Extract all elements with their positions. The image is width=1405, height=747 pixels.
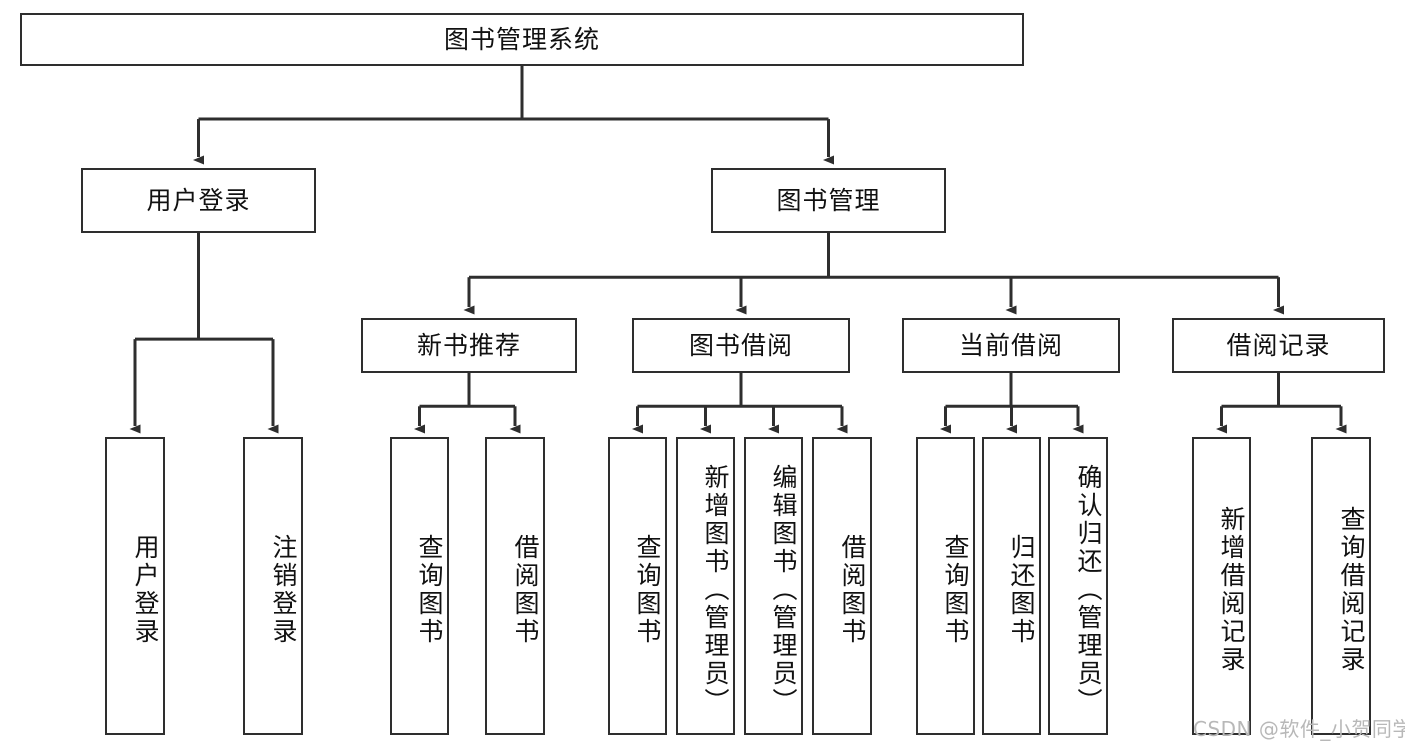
node-label: 图书管理系统 [443, 24, 600, 54]
node-new-book-rec[interactable]: 新书推荐 [361, 318, 577, 373]
node-label: 当前借阅 [958, 330, 1063, 360]
node-book-borrow[interactable]: 图书借阅 [632, 318, 850, 373]
node-label: 新增图书（管理员） [701, 464, 730, 716]
node-label: 新增借阅记录 [1217, 506, 1246, 674]
node-label: 查询借阅记录 [1337, 506, 1366, 674]
node-leaf-confirm-return[interactable]: 确认归还（管理员） [1048, 437, 1108, 735]
node-label: 借阅记录 [1226, 330, 1331, 360]
node-label: 编辑图书（管理员） [769, 464, 798, 716]
node-leaf-add-book[interactable]: 新增图书（管理员） [676, 437, 735, 735]
node-label: 新书推荐 [416, 330, 521, 360]
node-label: 查询图书 [415, 534, 444, 646]
node-leaf-query-book-cur[interactable]: 查询图书 [916, 437, 975, 735]
node-borrow-record[interactable]: 借阅记录 [1172, 318, 1385, 373]
node-label: 图书管理 [776, 185, 881, 215]
node-root[interactable]: 图书管理系统 [20, 13, 1024, 66]
node-leaf-user-login[interactable]: 用户登录 [105, 437, 165, 735]
node-label: 注销登录 [269, 534, 298, 646]
node-leaf-logout[interactable]: 注销登录 [243, 437, 303, 735]
node-label: 借阅图书 [511, 534, 540, 646]
node-leaf-borrow-book[interactable]: 借阅图书 [812, 437, 872, 735]
node-leaf-query-record[interactable]: 查询借阅记录 [1311, 437, 1371, 735]
node-book-manage[interactable]: 图书管理 [711, 168, 946, 233]
node-label: 用户登录 [146, 185, 251, 215]
node-label: 查询图书 [941, 534, 970, 646]
node-leaf-return-book[interactable]: 归还图书 [982, 437, 1041, 735]
node-leaf-borrow-book-rec[interactable]: 借阅图书 [485, 437, 545, 735]
node-label: 查询图书 [633, 534, 662, 646]
node-label: 确认归还（管理员） [1074, 464, 1103, 716]
watermark-text: CSDN @软件_小贺同学 [1193, 717, 1405, 741]
node-leaf-add-record[interactable]: 新增借阅记录 [1192, 437, 1251, 735]
node-user-login[interactable]: 用户登录 [81, 168, 316, 233]
node-leaf-query-book-rec[interactable]: 查询图书 [390, 437, 449, 735]
node-leaf-query-book[interactable]: 查询图书 [608, 437, 667, 735]
node-label: 图书借阅 [688, 330, 793, 360]
node-label: 用户登录 [131, 534, 160, 646]
node-leaf-edit-book[interactable]: 编辑图书（管理员） [744, 437, 803, 735]
node-current-borrow[interactable]: 当前借阅 [902, 318, 1120, 373]
node-label: 借阅图书 [838, 534, 867, 646]
node-label: 归还图书 [1007, 534, 1036, 646]
